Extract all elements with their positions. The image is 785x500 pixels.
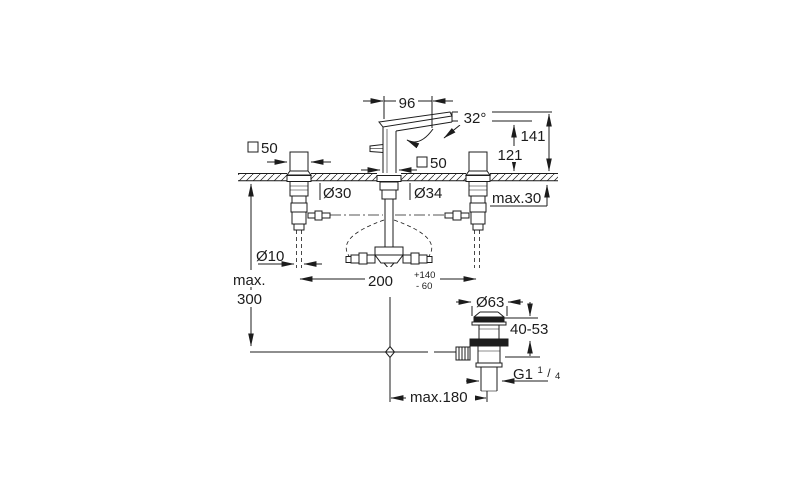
right-handle bbox=[465, 151, 491, 176]
dim-spout-square: 50 bbox=[361, 155, 447, 173]
dim-height-total: 141 bbox=[519, 113, 552, 172]
svg-text:40-53: 40-53 bbox=[510, 321, 548, 338]
svg-text:96: 96 bbox=[399, 95, 416, 112]
svg-text:200: 200 bbox=[368, 273, 393, 290]
square-symbol bbox=[416, 156, 428, 168]
left-handle bbox=[286, 151, 312, 176]
flexible-hoses bbox=[345, 219, 433, 257]
svg-text:max.: max. bbox=[233, 272, 266, 289]
dim-connection-dia: Ø10 bbox=[256, 248, 322, 267]
svg-text:300: 300 bbox=[237, 291, 262, 308]
dim-handle-square: 50 bbox=[247, 140, 331, 165]
dim-depth-max: max. 300 bbox=[231, 183, 268, 347]
svg-text:141: 141 bbox=[520, 128, 545, 145]
popup-waste bbox=[455, 311, 509, 392]
dim-hole-spacing: 200 +140 - 60 bbox=[299, 267, 477, 292]
svg-text:32°: 32° bbox=[464, 110, 487, 127]
svg-text:Ø30: Ø30 bbox=[323, 185, 351, 202]
svg-text:Ø10: Ø10 bbox=[256, 248, 284, 265]
dim-clamp-range: 40-53 bbox=[502, 302, 552, 358]
left-valve-outlet bbox=[307, 212, 316, 219]
right-valve-body bbox=[444, 175, 491, 268]
dim-hole-left: Ø30 bbox=[319, 183, 351, 202]
spout-shank-tee bbox=[345, 175, 433, 270]
svg-text:Ø34: Ø34 bbox=[414, 185, 442, 202]
svg-text:121: 121 bbox=[497, 147, 522, 164]
waste-plug-rim bbox=[473, 316, 505, 323]
popup-rod-and-lever bbox=[250, 297, 456, 402]
waste-lever-knob bbox=[455, 346, 471, 361]
svg-text:max.30: max.30 bbox=[492, 190, 541, 207]
spout bbox=[369, 111, 453, 173]
swivel-arc-arrow bbox=[406, 128, 434, 149]
left-valve-body bbox=[286, 175, 331, 268]
svg-text:G1 1 / 4: G1 1 / 4 bbox=[513, 360, 560, 383]
svg-text:- 60: - 60 bbox=[416, 281, 432, 292]
dim-spout-projection: 96 bbox=[363, 93, 453, 128]
svg-text:max.180: max.180 bbox=[410, 389, 468, 406]
svg-text:+140: +140 bbox=[414, 270, 435, 281]
dim-hole-center: Ø34 bbox=[409, 183, 442, 202]
dim-height-aerator: 121 bbox=[497, 124, 524, 172]
dim-waste-dia: Ø63 bbox=[456, 294, 523, 316]
waste-flange bbox=[469, 338, 509, 347]
square-symbol bbox=[247, 141, 259, 153]
svg-text:Ø63: Ø63 bbox=[476, 294, 504, 311]
dim-waste-thread: G1 1 / 4 bbox=[466, 360, 560, 384]
dim-lever-reach: max.180 bbox=[390, 388, 488, 406]
svg-text:50: 50 bbox=[430, 155, 447, 172]
svg-text:50: 50 bbox=[261, 140, 278, 157]
dim-deck-thickness: max.30 bbox=[490, 184, 550, 207]
dim-spout-angle: 32° bbox=[406, 110, 552, 149]
right-valve-outlet bbox=[460, 212, 470, 219]
